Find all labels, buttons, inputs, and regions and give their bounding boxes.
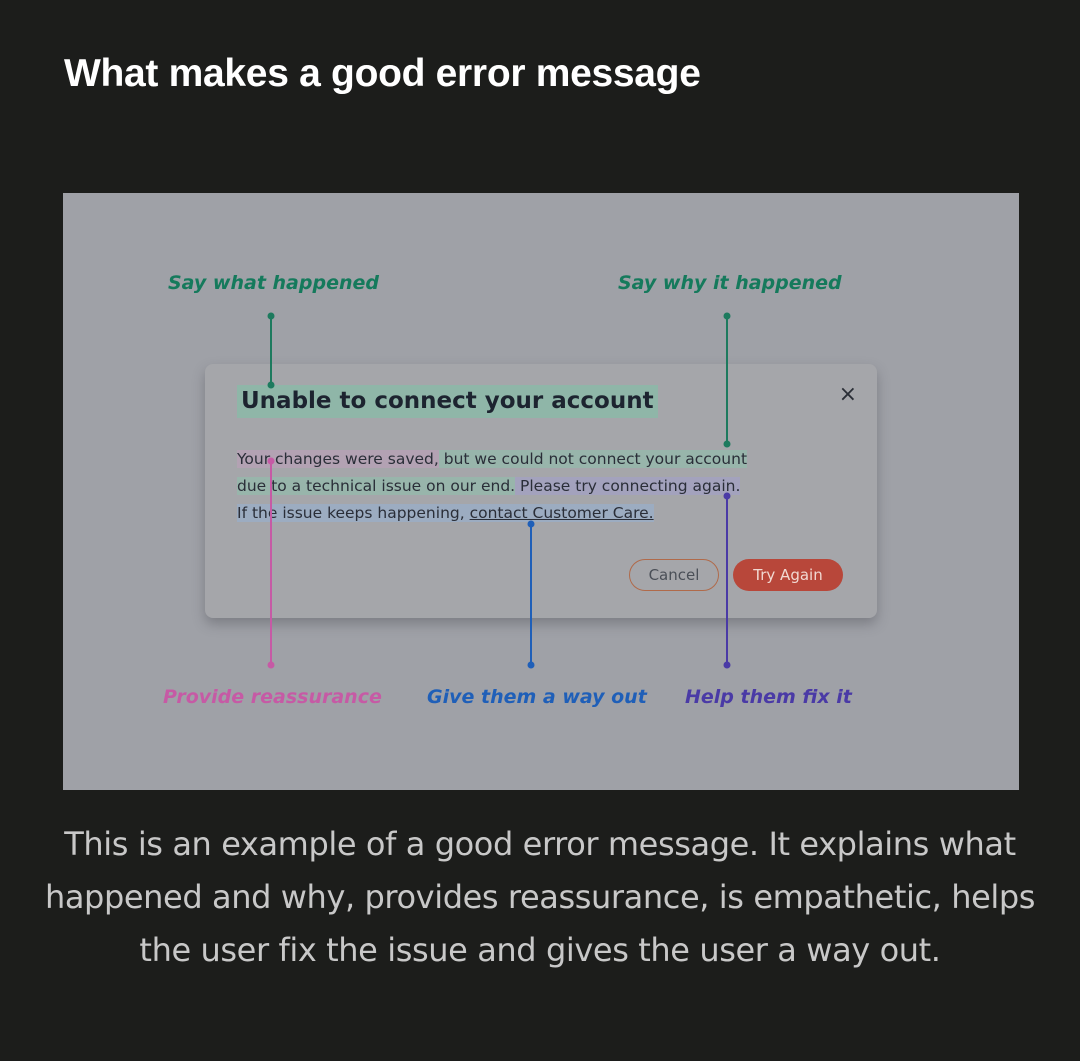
connector-say-why-dot-top bbox=[723, 312, 731, 320]
error-dialog: Unable to connect your account × Your ch… bbox=[205, 364, 877, 618]
reason-text-end: due to a technical issue on our end. bbox=[237, 477, 516, 495]
connector-reassurance-dot-bottom bbox=[267, 661, 275, 669]
label-provide-reassurance: Provide reassurance bbox=[163, 686, 382, 708]
connector-way-out-dot-bottom bbox=[527, 661, 535, 669]
connector-fix-it-dot-bottom bbox=[723, 661, 731, 669]
connector-say-what-dot-top bbox=[267, 312, 275, 320]
reason-text-start: but we could not connect your account bbox=[438, 450, 748, 468]
figure-caption: This is an example of a good error messa… bbox=[44, 825, 1036, 969]
close-icon[interactable]: × bbox=[838, 382, 857, 407]
label-give-them-a-way-out: Give them a way out bbox=[427, 686, 647, 708]
cancel-button[interactable]: Cancel bbox=[629, 559, 719, 591]
dialog-body-line-3: If the issue keeps happening, contact Cu… bbox=[237, 502, 654, 524]
reassurance-text: Your changes were saved, bbox=[237, 450, 439, 468]
page-title: What makes a good error message bbox=[64, 52, 701, 95]
dialog-body-line-1: Your changes were saved, but we could no… bbox=[237, 448, 748, 470]
label-say-why-it-happened: Say why it happened bbox=[618, 272, 842, 294]
fix-it-text: Please try connecting again. bbox=[515, 477, 741, 495]
dialog-title: Unable to connect your account bbox=[237, 385, 658, 418]
label-say-what-happened: Say what happened bbox=[168, 272, 379, 294]
contact-customer-care-link[interactable]: contact Customer Care. bbox=[469, 504, 654, 522]
error-message-illustration: Say what happened Say why it happened Un… bbox=[63, 193, 1019, 790]
try-again-button[interactable]: Try Again bbox=[733, 559, 843, 591]
dialog-body-line-2: due to a technical issue on our end. Ple… bbox=[237, 475, 741, 497]
way-out-text: If the issue keeps happening, bbox=[237, 504, 470, 522]
label-help-them-fix-it: Help them fix it bbox=[685, 686, 852, 708]
